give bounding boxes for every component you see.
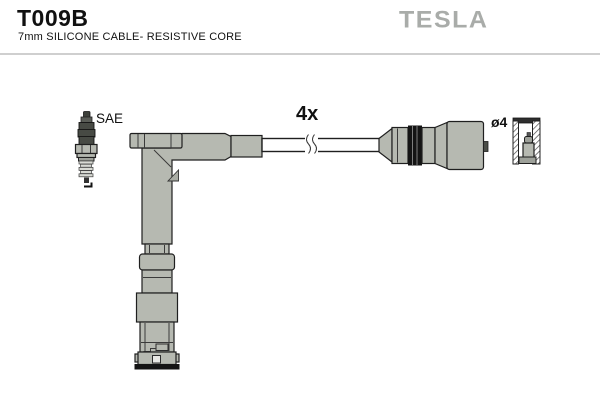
part-number: T009B <box>17 5 89 31</box>
angled-boot-icon <box>129 132 263 370</box>
brand-logo: TESLA <box>399 6 489 34</box>
cable-break-icon <box>306 134 311 154</box>
distributor-boot-icon <box>378 120 489 171</box>
product-subtitle: 7mm SILICONE CABLE- RESISTIVE CORE <box>18 31 242 43</box>
cable-icon <box>261 134 381 154</box>
quantity-label: 4x <box>296 103 318 125</box>
header-divider <box>0 53 600 55</box>
terminal-diameter-label: ø4 <box>491 114 508 130</box>
cable-break-gap <box>305 136 318 154</box>
terminal-sleeve-icon <box>512 117 541 165</box>
sae-label: SAE <box>96 111 123 126</box>
spark-plug-icon <box>74 111 98 188</box>
